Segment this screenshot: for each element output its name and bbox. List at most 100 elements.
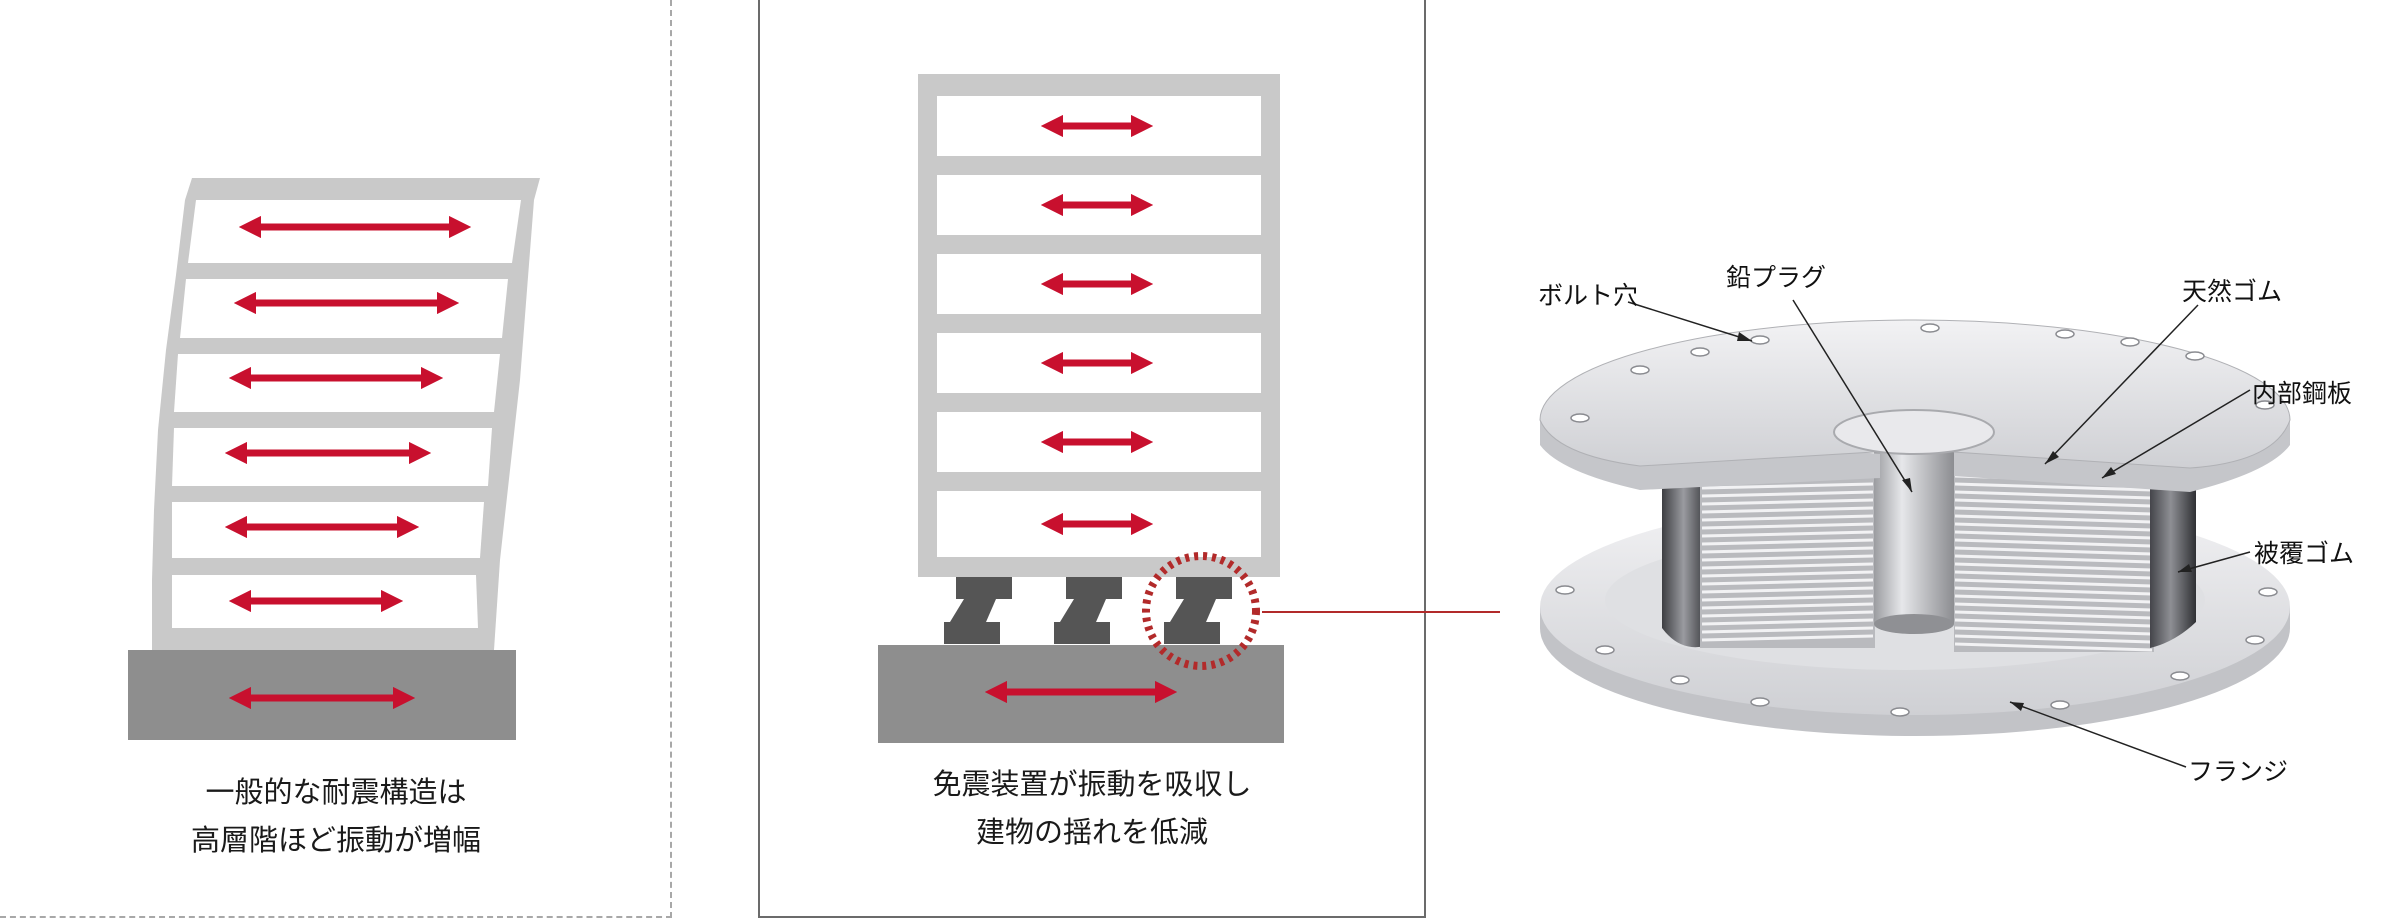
steel-plate-layer <box>1954 498 2153 508</box>
steel-plate-layer <box>1954 634 2153 644</box>
lead-plug-bottom <box>1874 614 1954 634</box>
bolt-hole <box>1570 413 1590 423</box>
bolt-hole <box>2258 587 2278 597</box>
steel-plate-layer <box>1954 546 2153 556</box>
isolation-caption: 免震装置が振動を吸収し 建物の揺れを低減 <box>758 760 1426 856</box>
bolt-hole <box>1750 697 1770 707</box>
leader-bolt-hole <box>1627 301 1753 342</box>
steel-plate-layer <box>1701 570 1874 578</box>
label-bolt-hole: ボルト穴 <box>1538 281 1639 310</box>
conventional-building <box>128 178 540 740</box>
steel-plate-layer <box>1701 618 1874 626</box>
steel-plate-layer <box>1701 554 1874 562</box>
seismic-isolation-panel <box>758 0 1426 918</box>
steel-plate-layer <box>1701 482 1874 490</box>
steel-plate-layer <box>1701 602 1874 610</box>
steel-plate-layer <box>1701 506 1874 514</box>
steel-plate-layer <box>1701 498 1874 506</box>
steel-plate-layer <box>1954 618 2153 628</box>
steel-plate-layer <box>1701 490 1874 498</box>
highlight-circle <box>1142 552 1260 670</box>
bolt-hole <box>1630 365 1650 375</box>
bolt-hole <box>2055 329 2075 339</box>
floor-3 <box>172 428 492 486</box>
caption-line: 一般的な耐震構造は <box>205 775 467 809</box>
bolt-hole <box>2050 700 2070 710</box>
floor-6 <box>188 200 521 263</box>
steel-plate-layer <box>1954 610 2153 620</box>
lead-plug <box>1874 428 1954 624</box>
label-cover-rubber: 被覆ゴム <box>2254 539 2355 568</box>
leader-arrowhead <box>1737 332 1752 341</box>
caption-line: 免震装置が振動を吸収し <box>932 767 1252 801</box>
steel-plate-layer <box>1954 578 2153 588</box>
steel-plate-layer <box>1954 570 2153 580</box>
steel-plate-layer <box>1954 594 2153 604</box>
leader-arrowhead <box>2010 702 2024 711</box>
cover-rubber-left <box>1662 470 1705 648</box>
bolt-hole <box>1690 347 1710 357</box>
steel-plate-layer <box>1954 530 2153 540</box>
steel-plate-layer <box>1954 482 2153 492</box>
label-natural-rubber: 天然ゴム <box>2182 277 2283 306</box>
bolt-hole <box>1890 707 1910 717</box>
steel-plate-layer <box>1701 594 1874 602</box>
steel-plate-layer <box>1701 626 1874 634</box>
leader-lead-plug <box>1792 299 1913 493</box>
steel-plate-layer <box>1701 634 1874 642</box>
isolator-bearing <box>944 622 1000 644</box>
bolt-hole <box>1555 585 1575 595</box>
leader-arrowhead <box>2178 564 2192 572</box>
steel-plate-layer <box>1954 490 2153 500</box>
bolt-hole <box>1750 335 1770 345</box>
isolator-illustration <box>1539 299 2291 768</box>
steel-plate-layer <box>1701 562 1874 570</box>
steel-plate-layer <box>1701 586 1874 594</box>
steel-plate-layer <box>1954 626 2153 636</box>
leader-flange <box>2009 701 2187 768</box>
label-lead-plug: 鉛プラグ <box>1726 263 1827 292</box>
isolator-bearing <box>1176 577 1232 599</box>
label-flange: フランジ <box>2188 757 2289 786</box>
leader-arrowhead <box>1902 478 1912 492</box>
isolator-bearing <box>950 599 996 622</box>
steel-plate-layer <box>1954 506 2153 516</box>
isolator-bearing <box>1054 622 1110 644</box>
leader-arrowhead <box>2102 467 2116 478</box>
floor-4 <box>174 354 500 412</box>
caption-line: 建物の揺れを低減 <box>975 815 1208 849</box>
bolt-hole <box>1670 675 1690 685</box>
steel-plate-layer <box>1954 642 2153 652</box>
steel-plate-layer <box>1954 602 2153 612</box>
isolator-bearing <box>1060 599 1106 622</box>
isolator-bearing <box>956 577 1012 599</box>
steel-plate-layer <box>1701 546 1874 554</box>
bolt-hole <box>2245 635 2265 645</box>
bolt-hole <box>1920 323 1940 333</box>
steel-plate-layer <box>1701 530 1874 538</box>
steel-plate-layer <box>1954 562 2153 572</box>
label-inner-steel-plate: 内部鋼板 <box>2252 379 2353 408</box>
isolator-bearing <box>1066 577 1122 599</box>
bolt-hole <box>1595 645 1615 655</box>
bolt-hole <box>2255 400 2275 410</box>
steel-plate-layer <box>1701 578 1874 586</box>
steel-plate-layer <box>1701 514 1874 522</box>
steel-plate-layer <box>1954 586 2153 596</box>
caption-line: 高層階ほど振動が増幅 <box>190 823 481 857</box>
lead-plug-top <box>1833 409 1995 455</box>
leader-arrowhead <box>2045 451 2059 464</box>
bolt-hole <box>2170 671 2190 681</box>
steel-plate-layer <box>1954 554 2153 564</box>
floor-5 <box>180 279 508 338</box>
steel-plate-layer <box>1954 538 2153 548</box>
conventional-caption: 一般的な耐震構造は 高層階ほど振動が増幅 <box>0 768 672 864</box>
leader-natural-rubber <box>2044 304 2199 465</box>
leader-inner-steel-plate <box>2101 389 2251 479</box>
steel-plate-layer <box>1701 522 1874 530</box>
isolator-bearing <box>1170 599 1216 622</box>
isolated-building <box>878 74 1500 743</box>
isolator-bearing <box>1164 622 1220 644</box>
conventional-structure-panel <box>0 0 672 918</box>
